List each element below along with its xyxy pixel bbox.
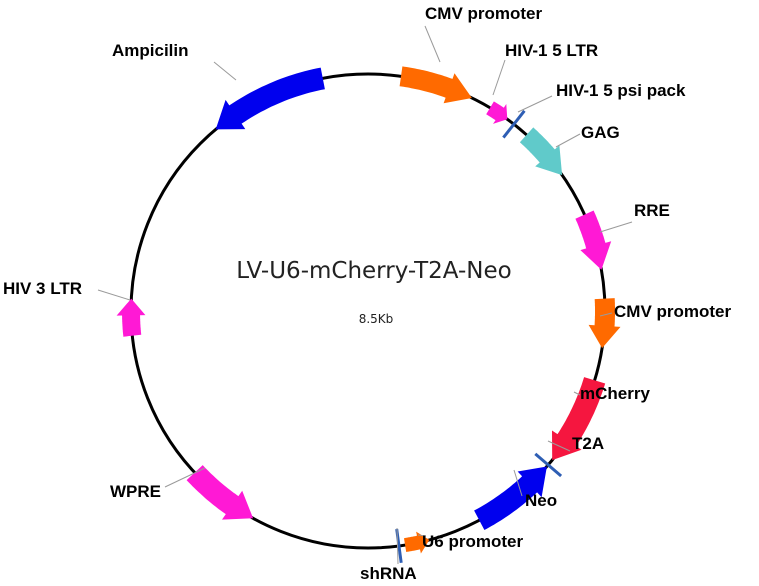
feature-arrow-hiv1-5-ltr bbox=[486, 101, 508, 124]
label-mcherry: mCherry bbox=[580, 384, 650, 403]
feature-arrow-gag bbox=[519, 127, 563, 176]
label-shrna: shRNA bbox=[360, 564, 417, 583]
label-cmv-promoter-2: CMV promoter bbox=[614, 302, 732, 321]
label-ampicilin: Ampicilin bbox=[112, 41, 189, 60]
label-hiv1-5-ltr: HIV-1 5 LTR bbox=[505, 41, 598, 60]
label-wpre: WPRE bbox=[110, 482, 161, 501]
features-layer bbox=[116, 66, 621, 563]
feature-arrow-wpre bbox=[186, 465, 254, 520]
label-t2a: T2A bbox=[572, 434, 604, 453]
feature-arrow-rre bbox=[575, 210, 612, 270]
label-u6-promoter: U6 promoter bbox=[422, 532, 523, 551]
feature-arrow-hiv-3-ltr bbox=[116, 298, 146, 337]
feature-arrow-neo bbox=[474, 466, 547, 530]
label-gag: GAG bbox=[581, 123, 620, 142]
feature-arrow-ampicilin bbox=[215, 67, 325, 130]
feature-arrow-u6-promoter bbox=[404, 531, 430, 554]
label-cmv-promoter-1: CMV promoter bbox=[425, 4, 543, 23]
feature-marker-t2a bbox=[534, 452, 563, 478]
plasmid-name: LV-U6-mCherry-T2A-Neo bbox=[236, 258, 511, 284]
plasmid-size: 8.5Kb bbox=[359, 312, 394, 326]
feature-arrow-cmv-promoter-1 bbox=[399, 66, 472, 104]
feature-marker-hiv1-5-psi-pack bbox=[502, 109, 526, 139]
feature-arrow-cmv-promoter-2 bbox=[588, 298, 621, 349]
feature-arrow-mcherry bbox=[552, 377, 606, 461]
label-neo: Neo bbox=[525, 491, 557, 510]
label-rre: RRE bbox=[634, 201, 670, 220]
leader-lines bbox=[97, 25, 633, 565]
label-hiv-3-ltr: HIV 3 LTR bbox=[3, 279, 82, 298]
label-hiv1-5-psi-pack: HIV-1 5 psi pack bbox=[556, 81, 686, 100]
